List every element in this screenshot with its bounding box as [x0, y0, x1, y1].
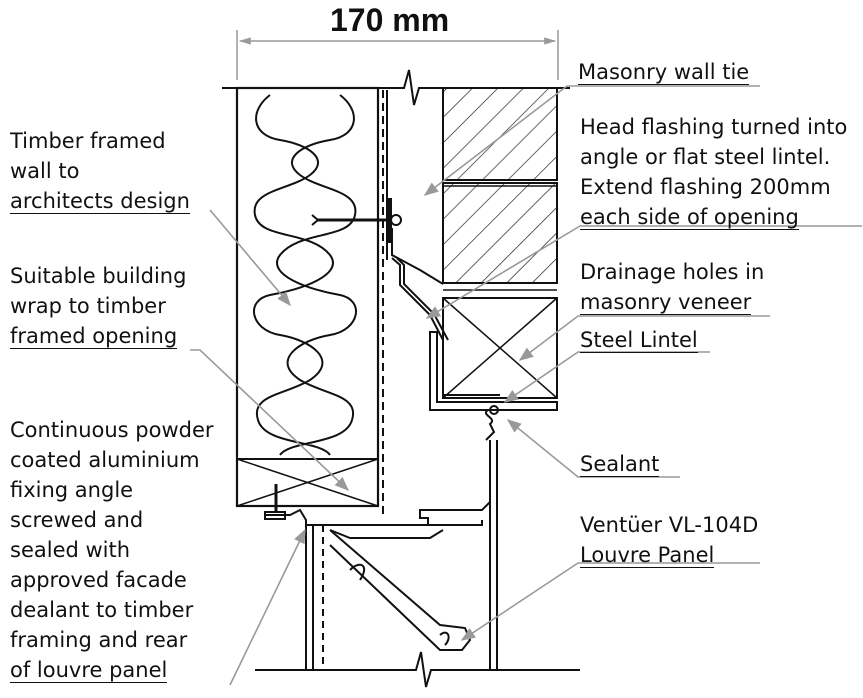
label-head-flashing-line: angle or flat steel lintel. [580, 145, 831, 169]
label-timber-wall: Timber framed wall to architects design [10, 126, 190, 216]
leader-sealant [506, 419, 680, 478]
label-building-wrap-line: Suitable building [10, 264, 187, 288]
wall-tie [311, 214, 444, 285]
dimension-label: 170 mm [330, 2, 450, 38]
label-building-wrap-line: framed opening [10, 324, 178, 349]
label-fixing-angle-line: framing and rear [10, 628, 188, 652]
label-timber-wall-line: architects design [10, 189, 190, 214]
label-lintel-line: Steel Lintel [580, 328, 698, 353]
leader-drainage [518, 315, 770, 361]
label-fixing-angle-line: screwed and [10, 508, 144, 532]
masonry-veneer [442, 87, 558, 399]
label-building-wrap-line: wrap to timber [10, 294, 166, 318]
leader-timber-wall [209, 209, 291, 307]
label-wall-tie: Masonry wall tie [578, 57, 750, 87]
label-wall-tie-line: Masonry wall tie [578, 60, 750, 85]
label-head-flashing-line: Head flashing turned into [580, 115, 848, 139]
label-drainage-line: masonry veneer [580, 290, 752, 315]
label-head-flashing-line: each side of opening [580, 205, 799, 230]
label-timber-wall-line: wall to [10, 159, 80, 183]
label-louvre-line: Ventüer VL-104D [580, 513, 759, 537]
label-drainage: Drainage holes in masonry veneer [580, 257, 764, 317]
label-fixing-angle-line: coated aluminium [10, 448, 200, 472]
label-timber-wall-line: Timber framed [10, 129, 166, 153]
leader-louvre [460, 562, 760, 641]
label-fixing-angle-line: fixing angle [10, 478, 134, 502]
label-fixing-angle: Continuous powder coated aluminium fixing … [10, 415, 214, 685]
sealant [485, 405, 499, 441]
dimension-line [236, 30, 559, 80]
leader-lintel [503, 351, 710, 403]
label-fixing-angle-line: dealant to timber [10, 598, 194, 622]
leader-lines [190, 85, 862, 686]
label-fixing-angle-line: approved facade [10, 568, 187, 592]
label-head-flashing-line: Extend flashing 200mm [580, 175, 831, 199]
label-head-flashing: Head flashing turned into angle or flat s… [580, 112, 847, 232]
insulation [253, 94, 357, 456]
timber-wall [235, 86, 380, 512]
leader-head-flashing [425, 225, 862, 319]
leader-fixing-angle [229, 528, 306, 686]
label-sealant: Sealant [580, 449, 660, 479]
label-fixing-angle-line: Continuous powder [10, 418, 214, 442]
label-louvre: Ventüer VL-104D Louvre Panel [580, 510, 758, 570]
leader-building-wrap [190, 349, 350, 491]
steel-lintel [429, 331, 558, 411]
label-building-wrap: Suitable building wrap to timber framed op… [10, 261, 186, 351]
label-louvre-line: Louvre Panel [580, 543, 715, 568]
label-lintel: Steel Lintel [580, 325, 698, 355]
label-fixing-angle-line: sealed with [10, 538, 131, 562]
leader-wall-tie [423, 85, 760, 196]
louvre-frame [264, 440, 498, 670]
label-sealant-line: Sealant [580, 452, 660, 477]
bottom-break-line [255, 651, 580, 688]
building-wrap [382, 90, 392, 518]
label-drainage-line: Drainage holes in [580, 260, 765, 284]
label-fixing-angle-line: of louvre panel [10, 658, 168, 683]
